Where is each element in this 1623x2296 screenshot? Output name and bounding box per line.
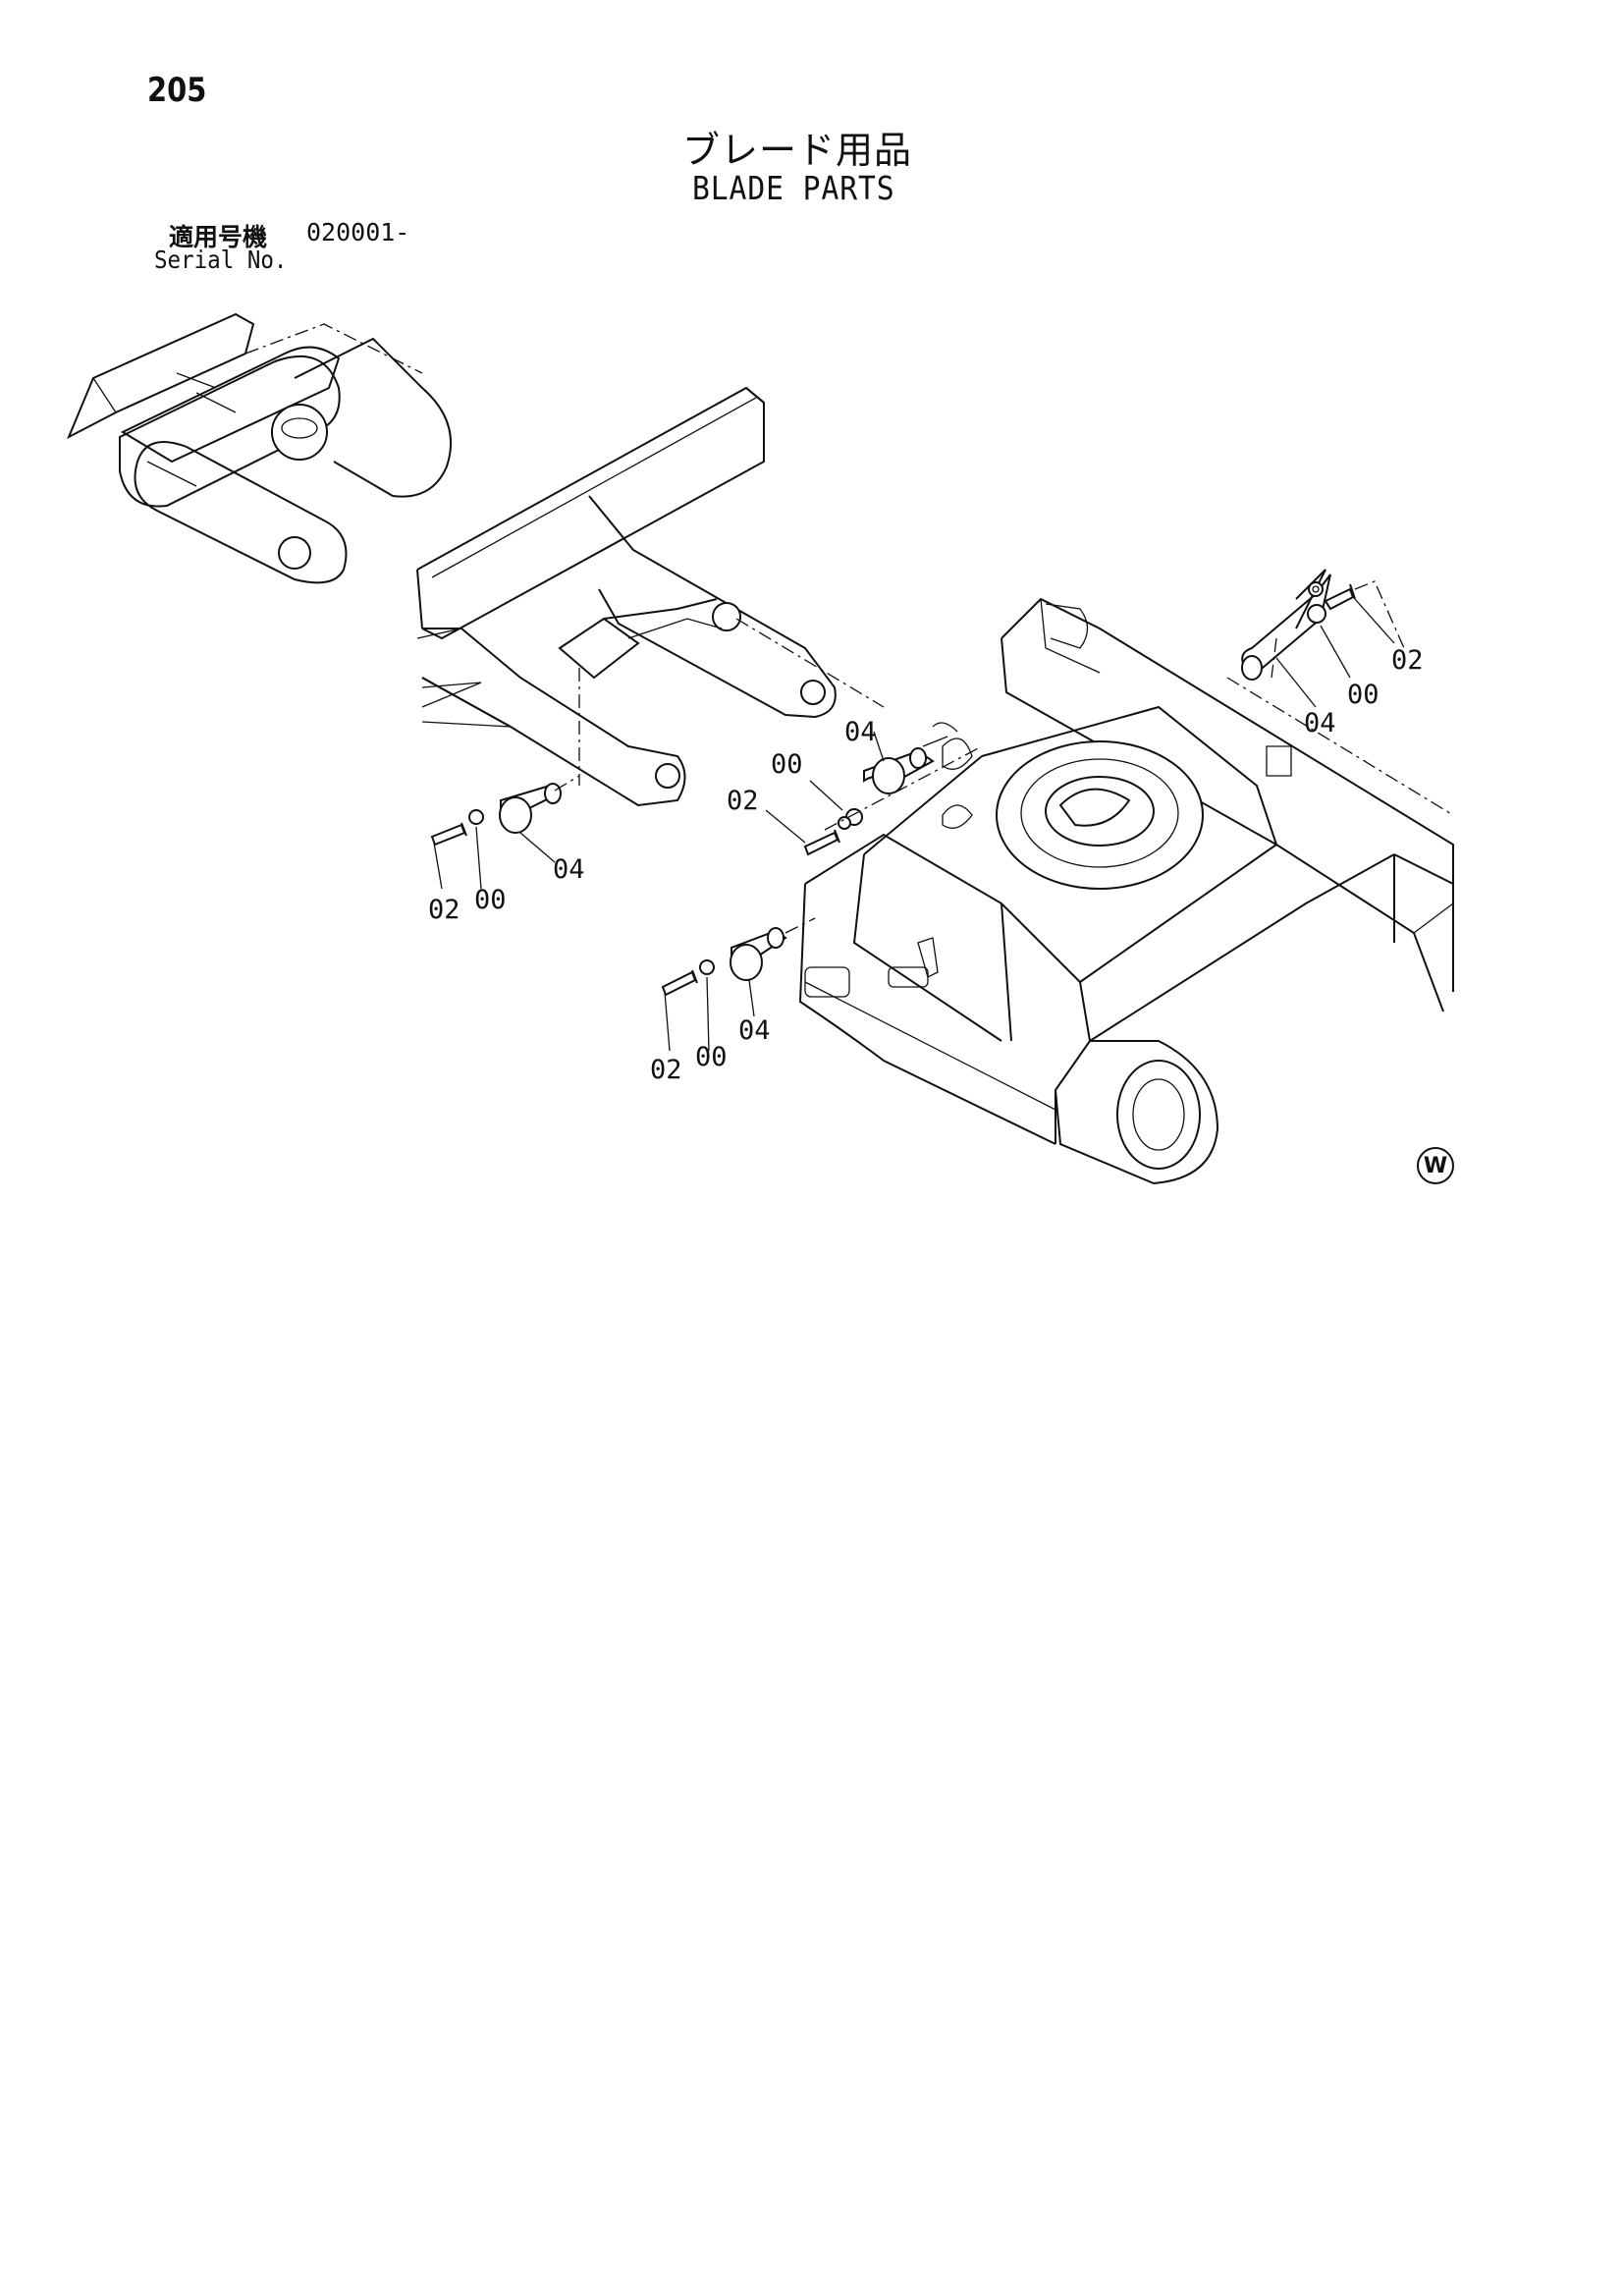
callout-left-04: 04 bbox=[553, 854, 585, 885]
callout-right-02: 02 bbox=[1391, 645, 1424, 676]
blade-frame-drawing bbox=[416, 386, 885, 807]
page-title-japanese: ブレード用品 bbox=[682, 129, 913, 172]
w-mark-icon: W bbox=[1417, 1147, 1454, 1184]
serial-label-english: Serial No. bbox=[154, 246, 288, 274]
callout-center-00: 00 bbox=[771, 749, 803, 780]
leader-lines bbox=[433, 598, 1395, 1052]
callout-bottom-02: 02 bbox=[650, 1055, 682, 1085]
callout-center-02: 02 bbox=[727, 786, 759, 816]
callout-left-00: 00 bbox=[474, 885, 507, 915]
serial-value: 020001- bbox=[306, 218, 410, 246]
pin-assembly-right bbox=[1241, 569, 1405, 681]
callout-left-02: 02 bbox=[428, 895, 460, 925]
pin-assembly-bottom bbox=[661, 917, 816, 997]
pin-assembly-left bbox=[430, 775, 580, 847]
callout-center-04: 04 bbox=[844, 717, 877, 747]
callout-bottom-00: 00 bbox=[695, 1042, 728, 1072]
callout-right-04: 04 bbox=[1304, 708, 1336, 738]
page-title-english: BLADE PARTS bbox=[692, 169, 895, 207]
callout-right-00: 00 bbox=[1347, 680, 1380, 710]
serial-label-japanese: 適用号機 bbox=[169, 223, 268, 251]
pin-assembly-center bbox=[803, 745, 983, 856]
callout-bottom-04: 04 bbox=[738, 1015, 771, 1046]
track-frame-drawing bbox=[798, 597, 1454, 1185]
page-number: 205 bbox=[147, 71, 207, 110]
overview-inset-drawing bbox=[67, 312, 453, 584]
